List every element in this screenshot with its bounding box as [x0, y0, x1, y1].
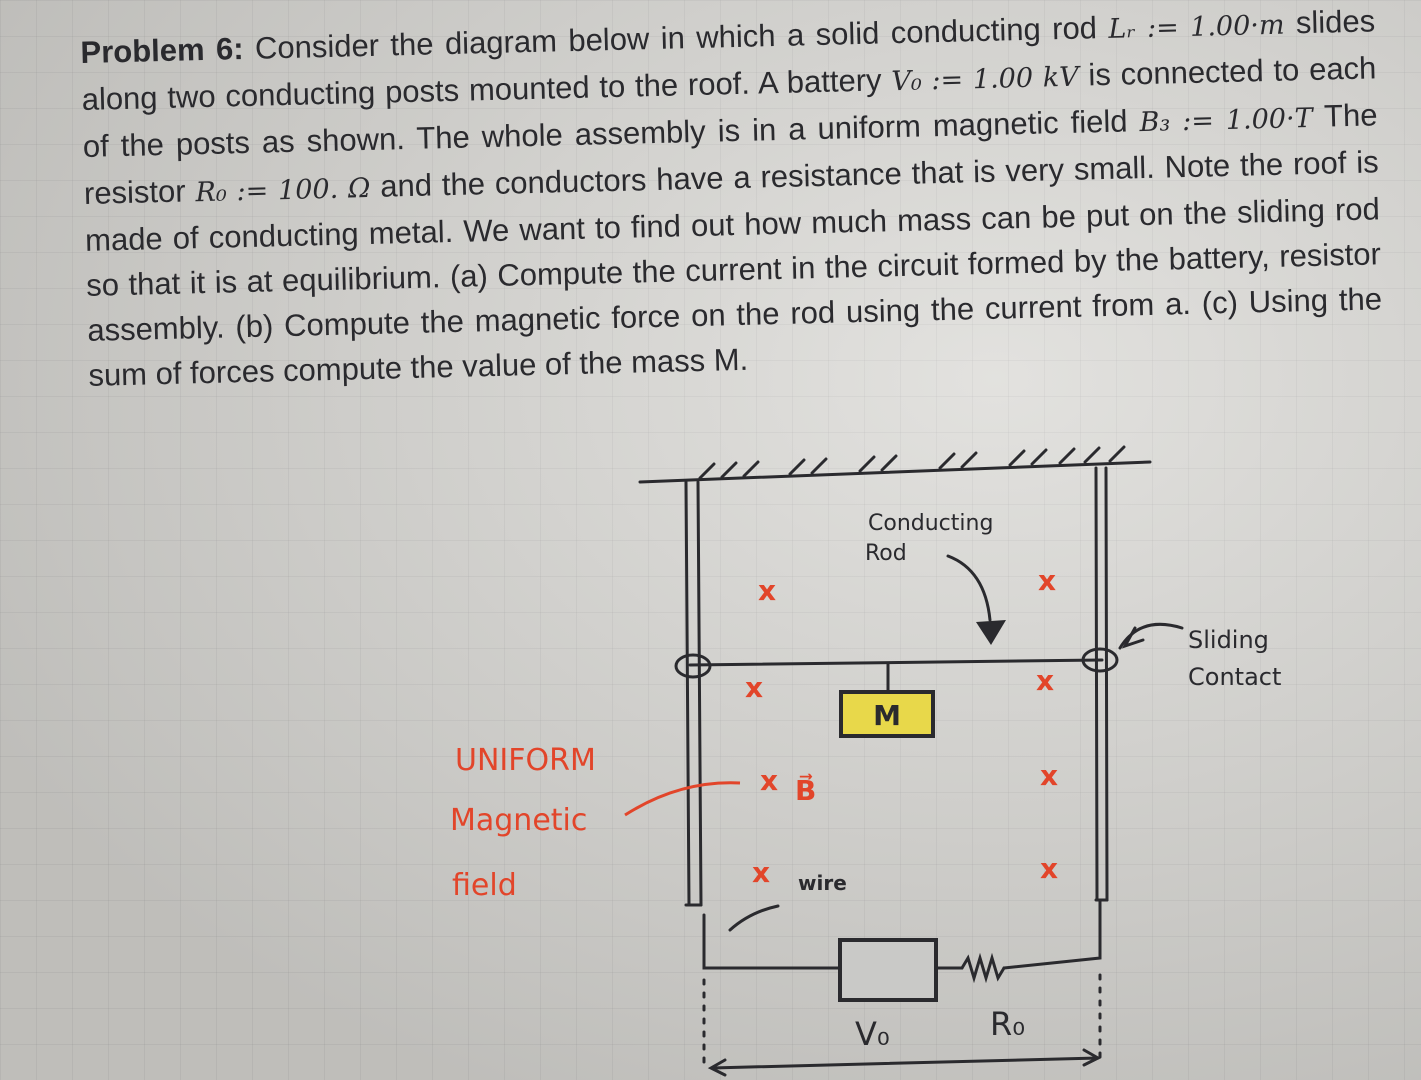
left-wire — [702, 913, 842, 970]
mass-label: M — [873, 699, 901, 732]
conducting-rod — [688, 658, 1104, 667]
right-post — [1094, 466, 1109, 902]
field-label-line-2: Magnetic — [450, 803, 587, 838]
field-pointer-arrow — [624, 781, 741, 817]
contact-label-line-1: Sliding — [1188, 626, 1269, 654]
field-vector-label: B⃗ — [795, 773, 816, 807]
rod-length-dimension — [710, 1056, 1100, 1070]
contact-arrowhead — [1121, 626, 1145, 649]
battery — [838, 938, 938, 1002]
contact-pointer-arrow — [1118, 622, 1184, 650]
roof-line — [638, 460, 1152, 484]
field-label-line-1: UNIFORM — [455, 743, 596, 778]
field-mark: x — [745, 671, 763, 704]
left-post — [684, 480, 703, 907]
field-mark: x — [1040, 759, 1058, 792]
right-wire — [1002, 898, 1102, 970]
field-mark: x — [758, 574, 776, 607]
rod-pointer-arrow — [946, 554, 992, 622]
right-sliding-contact — [1081, 647, 1119, 673]
mass-block — [839, 690, 935, 738]
field-mark: x — [752, 856, 770, 889]
left-sliding-contact — [674, 653, 712, 679]
dimension-arrowheads — [707, 1048, 1102, 1077]
field-mark: x — [760, 764, 778, 797]
contact-label-line-2: Contact — [1188, 663, 1281, 691]
field-mark: x — [1038, 564, 1056, 597]
wire-label: wire — [798, 871, 847, 895]
rod-arrowhead — [976, 620, 1006, 645]
resistor-label: R₀ — [990, 1005, 1025, 1043]
roof-hatching — [698, 445, 1126, 480]
battery-label: V₀ — [855, 1015, 890, 1053]
wire-pointer-arrow — [728, 904, 780, 932]
field-label-line-3: field — [452, 868, 517, 903]
rod-label-line-1: Conducting — [868, 511, 993, 536]
resistor-zigzag — [960, 952, 1006, 984]
field-mark: x — [1040, 852, 1058, 885]
field-mark: x — [1036, 664, 1054, 697]
rod-label-line-2: Rod — [865, 541, 907, 566]
